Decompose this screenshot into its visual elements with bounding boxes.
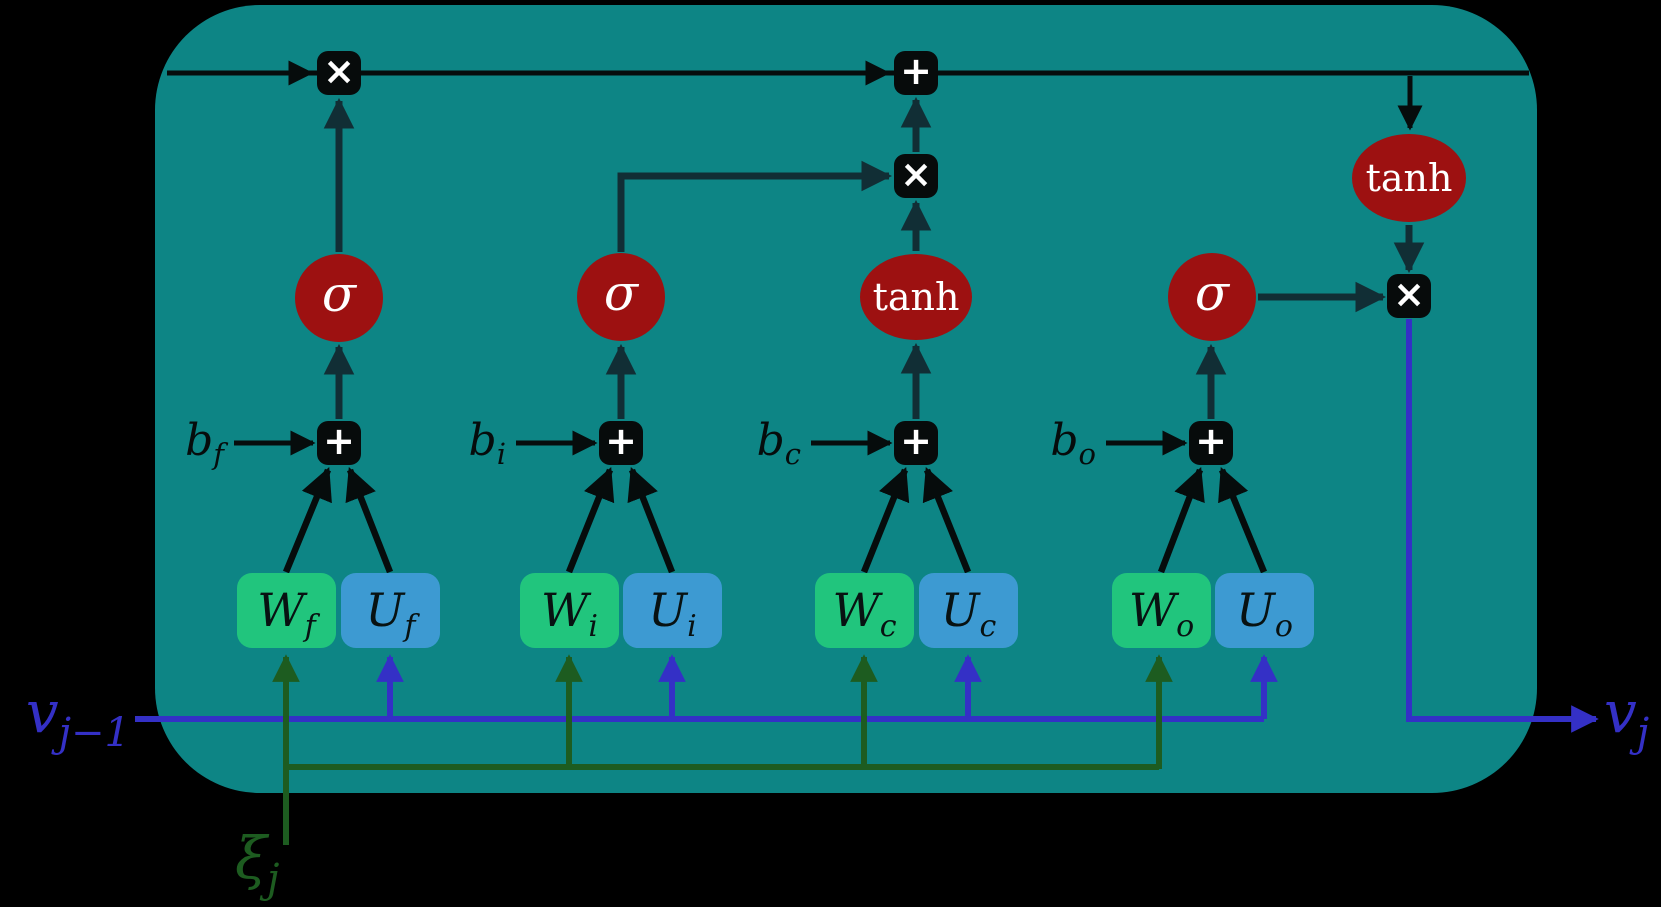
prev-output-sub: j−1 <box>58 710 130 756</box>
candidate-multiply-op: × <box>894 154 938 198</box>
multiply-icon: × <box>323 49 355 93</box>
state-tanh-node: tanh <box>1352 134 1466 222</box>
cell-state-line <box>167 60 1529 131</box>
bias-base: b <box>1050 415 1079 466</box>
weight-label: W <box>257 583 305 637</box>
sequence-input-base: ξ <box>235 824 267 892</box>
bias-sub: o <box>1078 437 1096 471</box>
cell-state-add-op: + <box>894 51 938 95</box>
plus-icon: + <box>900 419 932 463</box>
output-base: v <box>1604 678 1637 746</box>
recurrent-sub: i <box>687 609 697 644</box>
plus-icon: + <box>323 419 355 463</box>
weight-sum-arrows <box>282 466 1268 574</box>
multiply-icon: × <box>1393 272 1425 316</box>
weight-sub: o <box>1176 609 1195 644</box>
recurrent-sub: o <box>1274 609 1293 644</box>
input-bias-add-op: + <box>599 421 643 465</box>
plus-icon: + <box>900 49 932 93</box>
output-sigmoid-node: σ <box>1168 253 1256 341</box>
recurrent-label: U <box>648 583 688 637</box>
weight-sub: f <box>304 609 316 644</box>
output-sub: j <box>1636 710 1650 756</box>
bias-base: b <box>756 415 785 466</box>
recurrent-label: U <box>1236 583 1275 637</box>
output-bias-add-op: + <box>1189 421 1233 465</box>
sigma-label: σ <box>603 264 639 322</box>
cell-state-multiply-op: × <box>317 51 361 95</box>
candidate-tanh-node: tanh <box>860 254 972 340</box>
bias-sub: f <box>213 437 224 471</box>
sigma-label: σ <box>1194 264 1230 322</box>
candidate-bias-add-op: + <box>894 421 938 465</box>
prev-output-line <box>135 654 1278 722</box>
prev-output-base: v <box>25 678 59 746</box>
weight-sub: i <box>588 609 598 644</box>
plus-icon: + <box>605 419 637 463</box>
forget-bias-add-op: + <box>317 421 361 465</box>
bias-base: b <box>468 415 497 466</box>
forget-sigmoid-node: σ <box>295 254 383 342</box>
recurrent-label: U <box>940 583 980 637</box>
multiply-icon: × <box>900 152 932 196</box>
plus-icon: + <box>1195 419 1227 463</box>
bias-base: b <box>185 415 214 466</box>
output-line <box>1406 319 1599 733</box>
recurrent-sub: c <box>979 609 997 644</box>
sequence-input-line <box>272 654 1173 845</box>
recurrent-sub: f <box>404 609 416 644</box>
weight-sub: c <box>879 609 897 644</box>
sequence-input-sub: j <box>266 856 280 902</box>
weight-label: W <box>541 583 589 637</box>
bias-sub: i <box>496 437 506 471</box>
weight-label: W <box>1128 583 1177 637</box>
recurrent-label: U <box>365 583 405 637</box>
gate-internal-arrows <box>323 96 1425 419</box>
input-sigmoid-node: σ <box>577 253 665 341</box>
bias-sub: c <box>784 437 801 471</box>
weight-label: W <box>832 583 880 637</box>
tanh-label: tanh <box>1365 156 1453 200</box>
output-multiply-op: × <box>1387 274 1431 318</box>
sigma-label: σ <box>321 265 357 323</box>
tanh-label: tanh <box>872 275 960 319</box>
